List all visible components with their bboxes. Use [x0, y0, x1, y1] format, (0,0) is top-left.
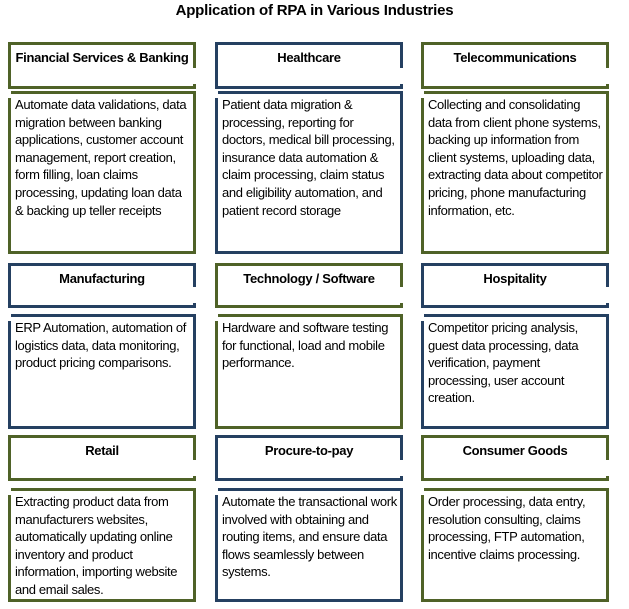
industry-description-consumer-goods: Order processing, data entry, resolution…	[420, 487, 609, 602]
industry-header-hospitality: Hospitality	[421, 263, 610, 308]
industry-description-retail: Extracting product data from manufacture…	[7, 487, 196, 602]
industry-description-financial-services: Automate data validations, data migratio…	[7, 90, 196, 254]
industry-description-healthcare: Patient data migration & processing, rep…	[214, 90, 403, 254]
industry-description-hospitality: Competitor pricing analysis, guest data …	[420, 313, 609, 429]
industry-header-telecommunications: Telecommunications	[421, 42, 610, 89]
industry-header-consumer-goods: Consumer Goods	[421, 435, 610, 481]
industry-header-technology-software: Technology / Software	[215, 263, 404, 308]
industry-header-procure-to-pay: Procure-to-pay	[215, 435, 404, 481]
industry-header-manufacturing: Manufacturing	[8, 263, 197, 308]
industry-description-procure-to-pay: Automate the transactional work involved…	[214, 487, 403, 602]
industry-description-technology-software: Hardware and software testing for functi…	[214, 313, 403, 429]
industry-description-manufacturing: ERP Automation, automation of logistics …	[7, 313, 196, 429]
industry-header-healthcare: Healthcare	[215, 42, 404, 89]
diagram-title: Application of RPA in Various Industries	[175, 2, 454, 19]
industry-header-financial-services: Financial Services & Banking	[8, 42, 197, 89]
industry-header-retail: Retail	[8, 435, 197, 481]
industry-description-telecommunications: Collecting and consolidating data from c…	[420, 90, 609, 254]
